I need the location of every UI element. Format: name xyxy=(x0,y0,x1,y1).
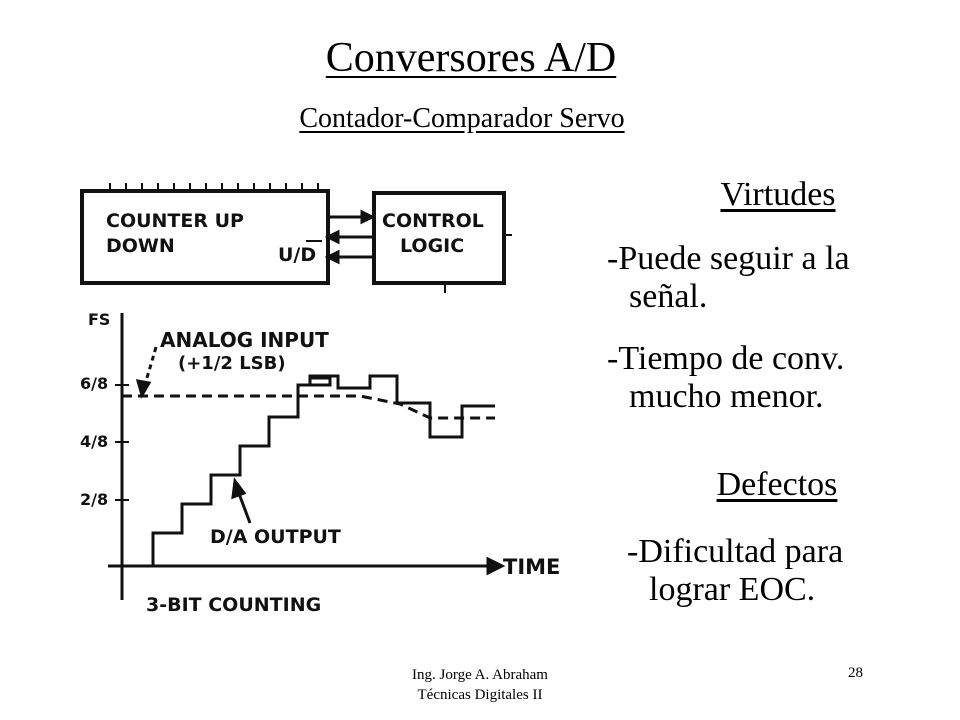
servo-adc-diagram: COUNTER UP DOWN U/D CONTROL LOGIC FS 6/8… xyxy=(80,183,560,616)
footer-author: Ing. Jorge A. Abraham xyxy=(412,667,548,683)
da-output-label: D/A OUTPUT xyxy=(210,526,341,548)
virtue-item-1: -Puede seguir a la señal. xyxy=(607,240,850,316)
control-label-line2: LOGIC xyxy=(400,235,464,257)
counter-label-line2: DOWN xyxy=(106,235,175,257)
virtue-item-1-line2: señal. xyxy=(629,278,708,315)
block-arrows xyxy=(324,209,376,265)
half-lsb-label: (+1/2 LSB) xyxy=(178,353,286,374)
virtue-item-1-line1: -Puede seguir a la xyxy=(607,240,850,277)
control-logic-block: CONTROL LOGIC xyxy=(372,191,512,293)
virtue-item-2: -Tiempo de conv. mucho menor. xyxy=(607,340,844,416)
annotation-arrows xyxy=(135,346,252,524)
page-number: 28 xyxy=(848,665,863,681)
defect-item-1-line2: lograr EOC. xyxy=(649,571,816,608)
graph-axes xyxy=(108,313,506,600)
analog-input-label: ANALOG INPUT xyxy=(160,328,329,352)
counter-block: COUNTER UP DOWN U/D xyxy=(80,183,330,285)
slide-subtitle: Contador-Comparador Servo xyxy=(299,103,625,134)
virtues-heading: Virtudes xyxy=(720,176,836,213)
control-label-line1: CONTROL xyxy=(382,210,484,232)
counter-ud-label: U/D xyxy=(278,244,316,266)
defect-item-1: -Dificultad para lograr EOC. xyxy=(627,533,843,609)
counting-label: 3-BIT COUNTING xyxy=(146,594,321,616)
axis-fs-label: FS xyxy=(88,310,110,329)
footer-course: Técnicas Digitales II xyxy=(417,687,543,703)
virtue-item-2-line1: -Tiempo de conv. xyxy=(607,340,845,377)
axis-tick-6-8: 6/8 xyxy=(80,374,108,393)
counter-label-line1: COUNTER UP xyxy=(106,210,244,232)
defect-item-1-line1: -Dificultad para xyxy=(627,533,844,570)
axis-tick-2-8: 2/8 xyxy=(80,490,108,509)
da-output-staircase-top xyxy=(269,374,495,439)
analog-input-line xyxy=(122,394,495,420)
defects-heading: Defectos xyxy=(716,466,838,503)
virtue-item-2-line2: mucho menor. xyxy=(629,378,824,415)
axis-tick-4-8: 4/8 xyxy=(80,432,108,451)
slide-footer: Ing. Jorge A. Abraham Técnicas Digitales… xyxy=(290,665,670,705)
axis-time-label: TIME xyxy=(503,555,560,579)
slide-title: Conversores A/D xyxy=(325,35,617,81)
